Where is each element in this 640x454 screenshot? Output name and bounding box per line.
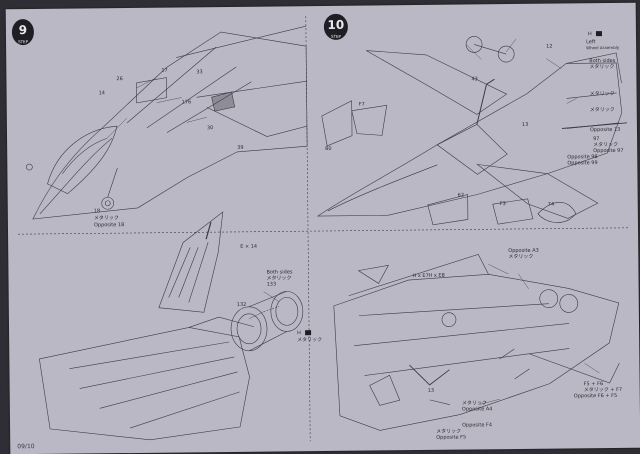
gear-door-e: [537, 201, 577, 223]
step-caption: STEP: [330, 33, 341, 39]
step9-tail-fin: [158, 211, 224, 313]
step-number: 10: [327, 17, 345, 32]
part-callout: 30: [206, 125, 214, 132]
part-callout: 133: [266, 281, 277, 288]
part-callout: 14: [98, 90, 105, 97]
step10-top-aircraft: [316, 36, 627, 226]
main-wheel-left: [465, 36, 483, 53]
part-callout: メタリック: [297, 337, 323, 344]
part-callout: 18: [93, 208, 101, 215]
part-callout: F7: [358, 101, 365, 108]
step-number-badge: 9 STEP: [11, 19, 35, 46]
part-callout: Opposite 13: [589, 126, 621, 134]
step9-fuselage-drawing: [26, 25, 308, 220]
lower-left-wing: [348, 254, 489, 297]
part-callout: メタリック: [93, 215, 119, 222]
part-callout: 13: [427, 387, 435, 394]
horizontal-divider: [18, 227, 629, 235]
paint-color-chip: [595, 31, 603, 37]
step-caption: STEP: [18, 39, 29, 45]
gear-door-a: [321, 100, 353, 147]
gear-door-b: [351, 104, 388, 136]
part-callout: 43: [471, 76, 478, 83]
page-number: 09/10: [17, 443, 35, 451]
part-callout: Opposite 99: [567, 160, 598, 167]
part-callout: H x E8: [428, 272, 445, 279]
gear-door-c: [427, 194, 469, 226]
part-callout: H: [587, 31, 592, 38]
step-number-badge: 10 STEP: [323, 13, 349, 40]
part-callout: メタリック: [589, 63, 615, 71]
line-art: [18, 16, 629, 442]
main-wheel-right: [497, 45, 515, 63]
left-wing: [365, 50, 508, 115]
step-number: 9: [18, 23, 28, 38]
part-callout: E × 14: [240, 243, 258, 250]
part-callout: 26: [116, 76, 123, 83]
step10-bottom-aircraft: [333, 254, 620, 431]
part-callout: 13: [521, 121, 529, 128]
part-callout: メタリック: [508, 253, 534, 261]
step9-rear-fuselage: [39, 316, 255, 441]
part-callout: 80: [325, 145, 332, 152]
part-callout: F3: [499, 201, 506, 208]
part-callout: メタリック: [589, 106, 615, 114]
paint-color-chip: [305, 330, 312, 336]
part-callout: H: [297, 330, 301, 337]
part-callout: 12: [546, 43, 553, 50]
nose-wheel: [101, 196, 115, 210]
part-callout: Opposite A4: [461, 406, 493, 413]
part-callout: H x E7: [412, 272, 429, 280]
step9-exhaust-nozzle: [230, 291, 304, 352]
part-callout: Opposite F6 + F5: [573, 392, 618, 400]
part-callout: Opposite 18: [93, 222, 125, 229]
part-callout: 62: [457, 192, 465, 199]
part-callout: 176: [181, 99, 192, 106]
part-callout: 74: [547, 201, 555, 208]
part-callout: Opposite 97: [593, 147, 624, 155]
instruction-sheet: 9 STEP 10 STEP 26 17 176 33 30 39 14 18 …: [5, 2, 640, 454]
part-callout: 39: [237, 144, 244, 151]
canopy: [47, 125, 118, 195]
part-callout: 132: [236, 301, 247, 308]
part-callout: 33: [196, 69, 203, 76]
gear-door-d: [492, 198, 534, 225]
part-callout: Opposite F5: [436, 434, 467, 441]
part-callout: Opposite F4: [462, 422, 493, 429]
part-callout: メタリック: [589, 90, 615, 98]
right-wing: [476, 163, 599, 219]
part-callout: Wheel Assembly: [586, 44, 620, 51]
vertical-divider: [305, 16, 311, 442]
part-callout: 17: [161, 67, 168, 74]
